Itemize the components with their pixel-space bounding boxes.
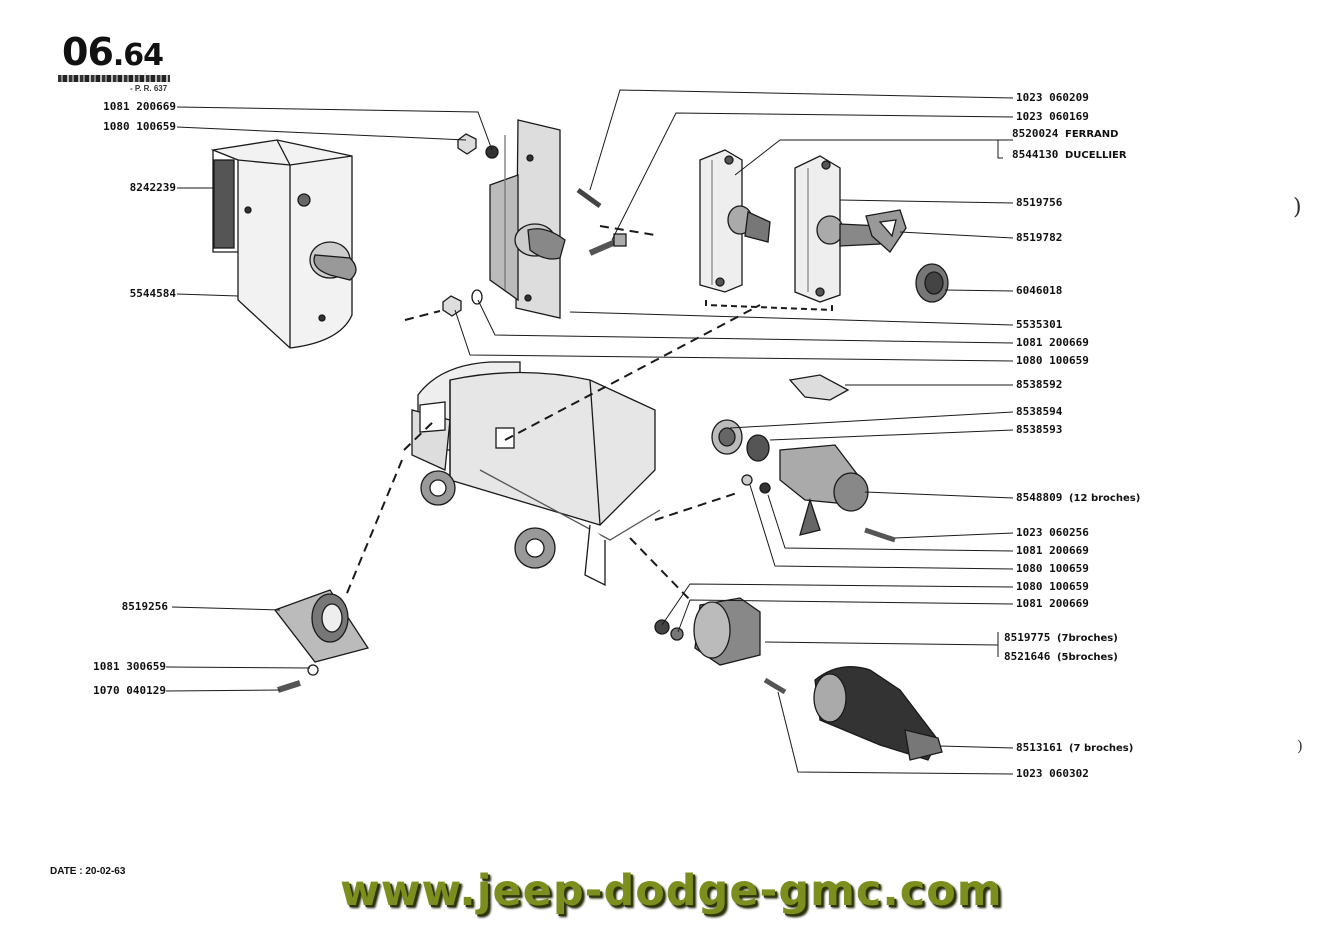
part-label: 1081 300659 (93, 660, 166, 673)
page-number-major: 06 (62, 30, 114, 74)
part-label: 8538593 (1016, 424, 1062, 436)
website-watermark: www.jeep-dodge-gmc.com (340, 866, 1003, 916)
part-label: 8242239 (129, 181, 176, 194)
part-note: (5broches) (1056, 652, 1118, 663)
document-date: DATE : 20-02-63 (50, 866, 126, 877)
part-code: 6046018 (1016, 284, 1063, 297)
part-label: 1080 100659 (1016, 355, 1089, 367)
part-label: 8519782 (1016, 232, 1062, 244)
part-maker: DUCELLIER (1064, 150, 1127, 161)
part-code: 8521646 (1004, 650, 1051, 663)
part-code: 8538593 (1016, 423, 1063, 436)
socket-7-broches-drawing (654, 597, 787, 695)
socket-box-drawing (210, 139, 357, 349)
part-label: 1080 100659 (103, 120, 176, 133)
part-label: 8519256 (121, 600, 168, 613)
part-label: 8538592 (1016, 379, 1062, 391)
part-code: 5535301 (1016, 318, 1063, 331)
part-label: 5544584 (129, 287, 176, 300)
part-code: 1080 100659 (1016, 354, 1089, 367)
leader-lines-right (454, 89, 1014, 775)
part-note: (7broches) (1056, 633, 1118, 644)
part-label: 1070 040129 (93, 684, 166, 697)
part-code: 1023 060256 (1016, 526, 1089, 539)
part-code: 1023 060302 (1016, 767, 1089, 780)
part-code: 1081 200669 (1016, 597, 1089, 610)
part-code: 1080 100659 (1016, 580, 1089, 593)
leader-lines-left (165, 106, 493, 692)
part-label: 1081 200669 (1016, 598, 1089, 610)
part-label: 6046018 (1016, 285, 1062, 297)
part-code: 1081 200669 (1016, 336, 1089, 349)
key-8519782-drawing (865, 209, 907, 253)
plug-8513161-drawing (813, 666, 943, 761)
part-code: 1023 060209 (1016, 91, 1089, 104)
part-label: 8548809 (12 broches) (1016, 492, 1140, 505)
part-label: 8521646 (5broches) (1004, 651, 1118, 664)
connector-12-broches-drawing (711, 374, 896, 543)
part-note: (7 broches) (1068, 743, 1134, 754)
part-note: (12 broches) (1068, 493, 1141, 504)
margin-bracket: ) (1293, 195, 1302, 220)
part-reference: - P. R. 637 (130, 84, 168, 93)
part-label: 8538594 (1016, 406, 1062, 418)
part-code: 8520024 (1012, 127, 1059, 140)
assembly-dashed-lines (344, 225, 761, 601)
part-label: 1023 060256 (1016, 527, 1089, 539)
page-number-minor: .64 (112, 38, 164, 73)
part-label: 1081 200669 (1016, 337, 1089, 349)
part-code: 8544130 (1012, 148, 1059, 161)
part-label: 8513161 (7 broches) (1016, 742, 1133, 755)
switch-ferrand-drawing (699, 149, 771, 293)
part-label: 1080 100659 (1016, 581, 1089, 593)
grommet-6046018-drawing (915, 263, 949, 303)
margin-bracket: ) (1297, 737, 1303, 755)
part-code: 8538592 (1016, 378, 1063, 391)
part-code: 8538594 (1016, 405, 1063, 418)
part-label: 5535301 (1016, 319, 1062, 331)
part-maker: FERRAND (1064, 129, 1119, 140)
part-label: 8519775 (7broches) (1004, 632, 1118, 645)
part-label: 8520024 FERRAND (1012, 128, 1118, 141)
part-label: 1081 200669 (1016, 545, 1089, 557)
page-number: 06.64 (62, 30, 164, 74)
part-code: 8519775 (1004, 631, 1051, 644)
part-code: 1023 060169 (1016, 110, 1089, 123)
part-label: 1023 060302 (1016, 768, 1089, 780)
screws-top (576, 187, 627, 256)
part-code: 8519782 (1016, 231, 1063, 244)
plate-socket-drawing (489, 119, 566, 319)
part-label: 8544130 DUCELLIER (1012, 149, 1127, 162)
part-label: 1023 060169 (1016, 111, 1089, 123)
part-label: 1023 060209 (1016, 92, 1089, 104)
part-code: 1081 200669 (1016, 544, 1089, 557)
part-code: 8548809 (1016, 491, 1063, 504)
header-rule (58, 75, 170, 82)
socket-8519256-drawing (273, 589, 370, 693)
truck-drawing (411, 361, 661, 587)
switch-ducellier-drawing (794, 155, 881, 303)
part-label: 1081 200669 (103, 100, 176, 113)
part-label: 8519756 (1016, 197, 1062, 209)
part-code: 1080 100659 (1016, 562, 1089, 575)
part-code: 8519756 (1016, 196, 1063, 209)
part-label: 1080 100659 (1016, 563, 1089, 575)
nuts-washers-top (442, 133, 499, 317)
part-code: 8513161 (1016, 741, 1063, 754)
